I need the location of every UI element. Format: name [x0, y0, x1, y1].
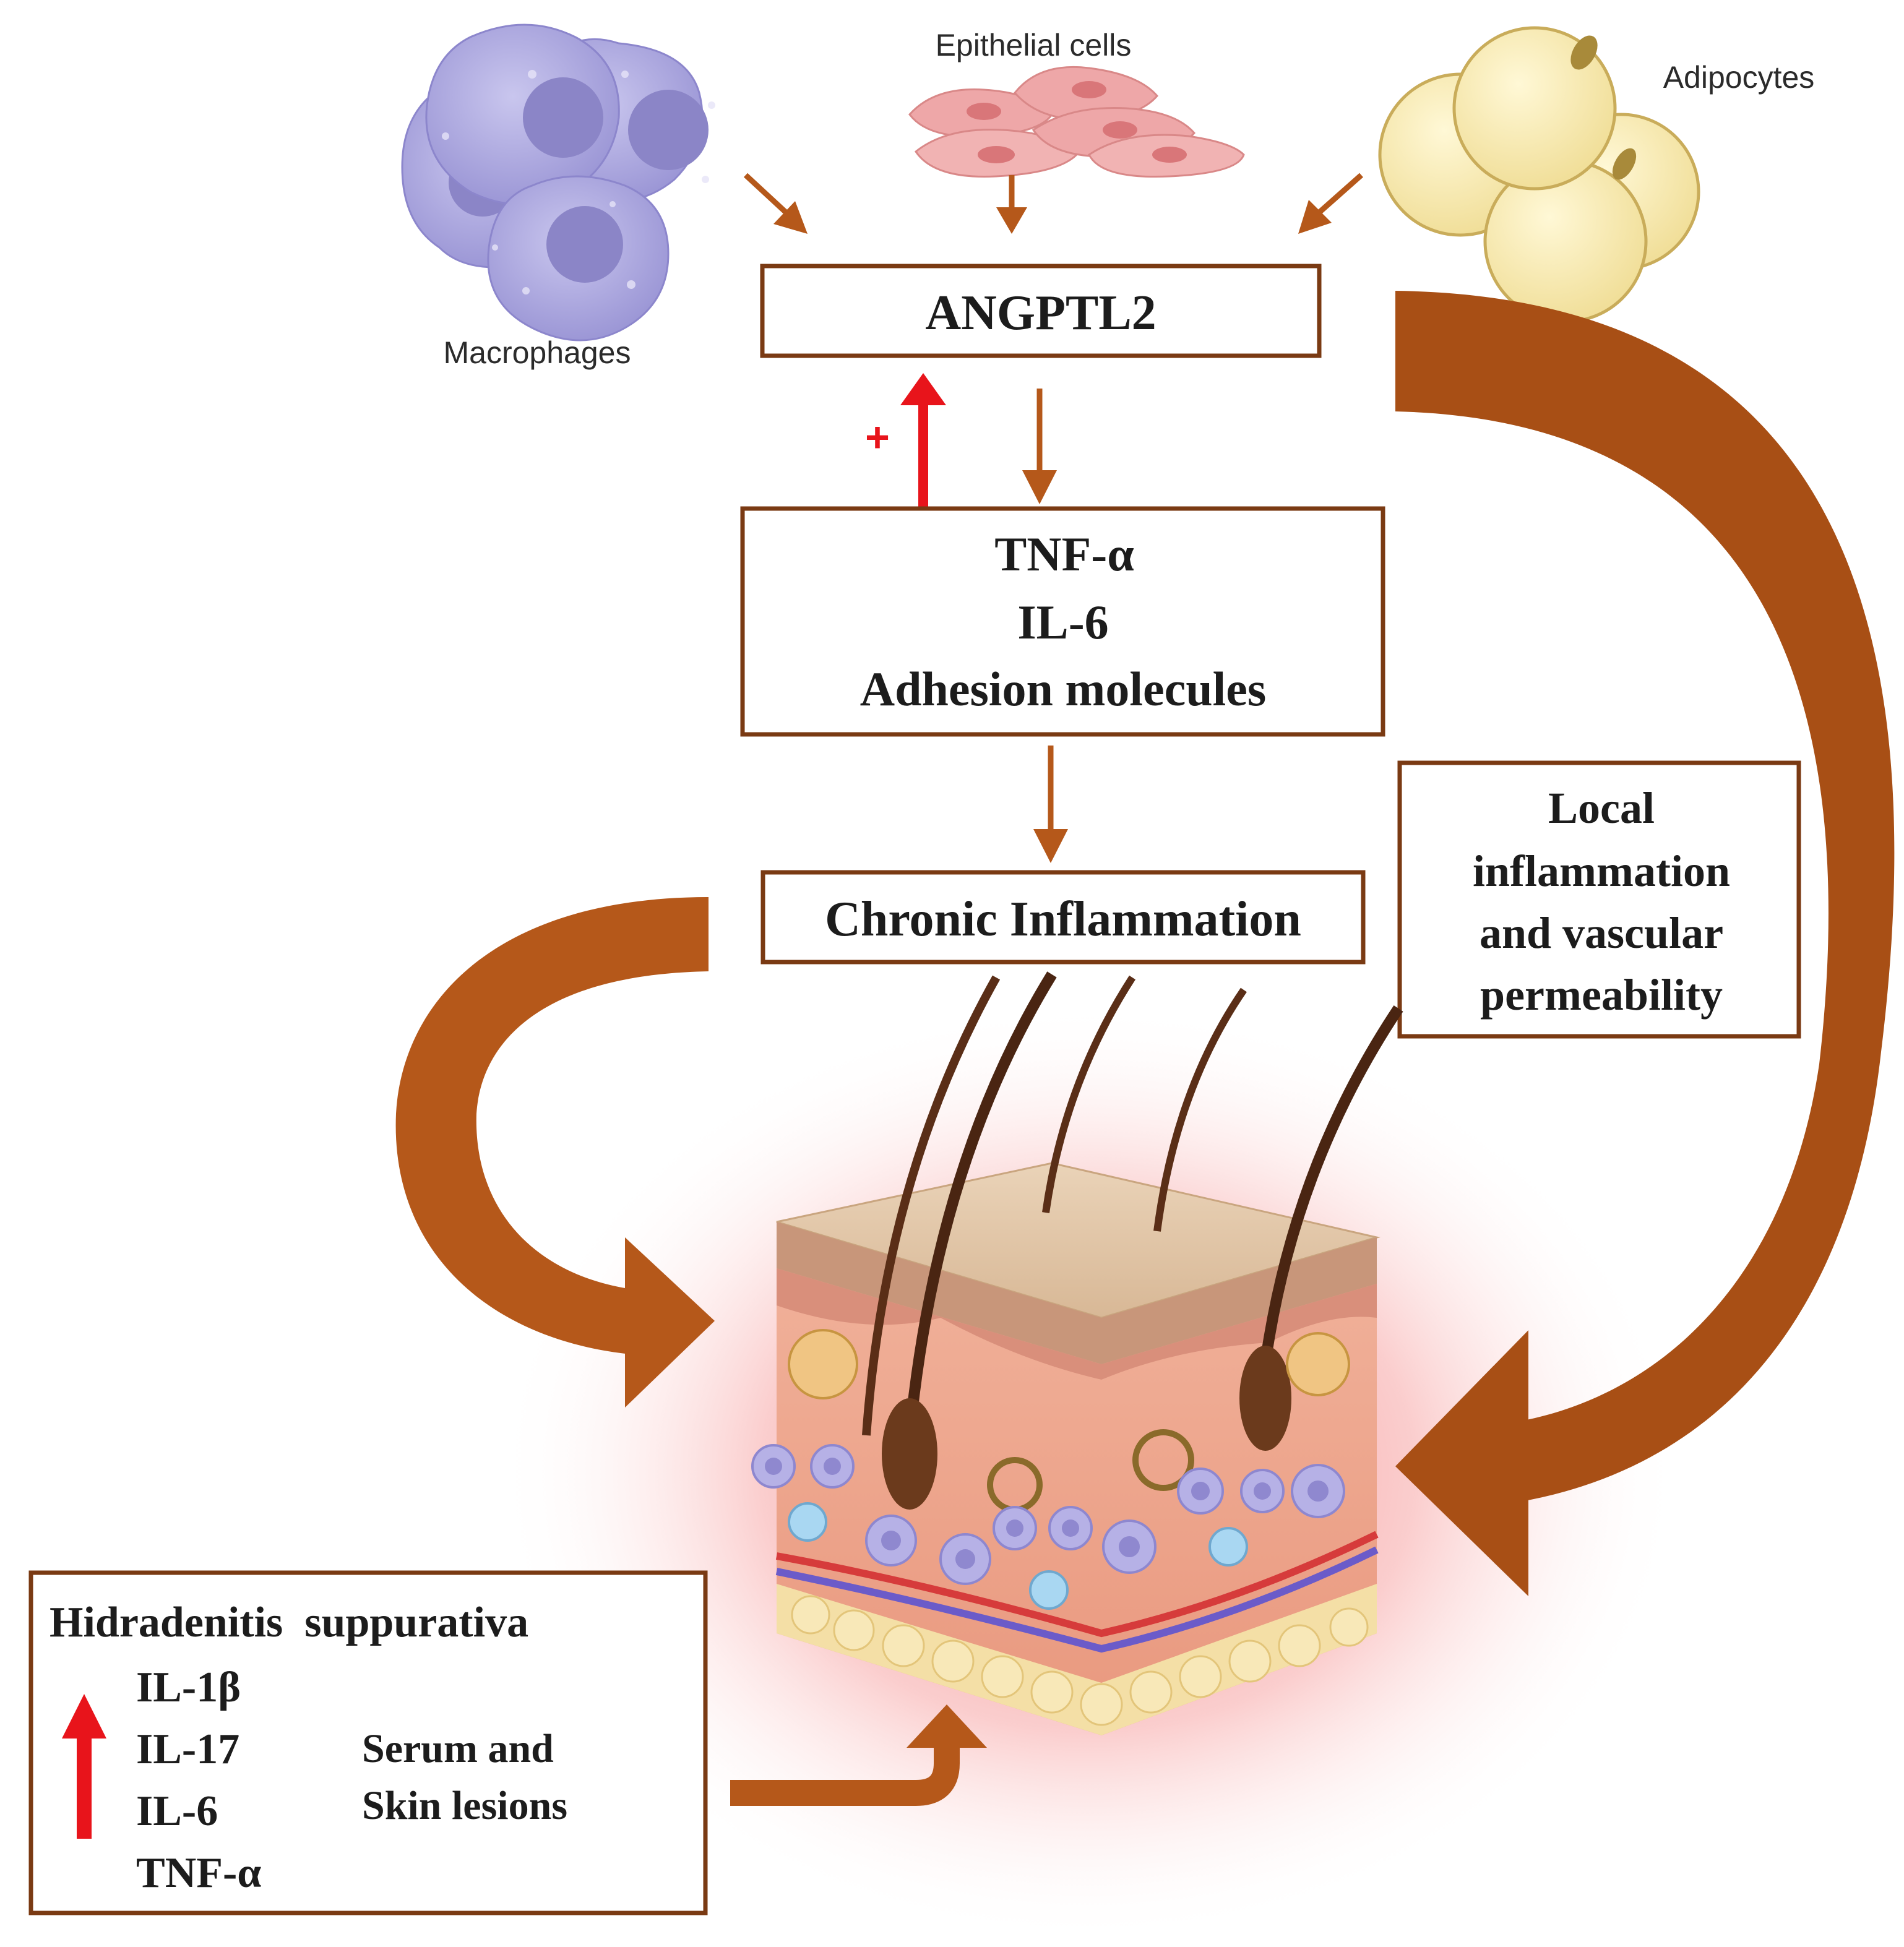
adipocyte-cluster-icon [1378, 26, 1700, 324]
macrophage-arrowhead [773, 201, 808, 234]
angptl2-label: ANGPTL2 [925, 286, 1156, 340]
marker-il17: IL-17 [136, 1726, 239, 1773]
elevated-up-arrow-icon [62, 1694, 106, 1839]
skin-cross-section-icon [751, 971, 1403, 1735]
macrophages-label: Macrophages [444, 335, 631, 370]
marker-il6: IL-6 [136, 1787, 218, 1835]
location-line-1: Serum and [362, 1726, 554, 1771]
location-line-2: Skin lesions [362, 1783, 567, 1828]
epithelial-cells-icon [908, 66, 1245, 178]
angptl2-to-cytokines-arrowhead [1022, 470, 1057, 504]
macrophage-arrow [743, 173, 790, 216]
hs-to-skin-arrow [730, 1704, 987, 1806]
local-inflammation-box [1397, 760, 1801, 1039]
positive-feedback-sign: + [865, 414, 890, 461]
local-line-2: inflammation [1473, 846, 1730, 896]
hidradenitis-box [28, 1570, 708, 1915]
left-curved-arrow [395, 897, 715, 1408]
angptl2-box [760, 264, 1322, 358]
epithelial-arrowhead [996, 207, 1027, 234]
epithelial-cells-label: Epithelial cells [936, 28, 1132, 62]
macrophage-cluster-icon [401, 24, 715, 342]
local-line-3: and vascular [1480, 908, 1723, 958]
adipocyte-arrowhead [1298, 200, 1332, 234]
local-line-4: permeability [1480, 970, 1723, 1020]
adhesion-molecules-label: Adhesion molecules [860, 662, 1267, 716]
cytokine-il6-label: IL-6 [1017, 595, 1108, 649]
adipocyte-arrow [1316, 173, 1363, 216]
local-line-1: Local [1548, 783, 1655, 833]
adipocytes-label: Adipocytes [1663, 60, 1815, 95]
right-curved-arrow [1395, 291, 1895, 1596]
chronic-inflammation-box [760, 870, 1366, 965]
hidradenitis-title: Hidradenitis suppurativa [50, 1599, 528, 1646]
cytokine-tnf-label: TNF-α [994, 527, 1134, 581]
cytokines-to-chronic-arrowhead [1033, 829, 1068, 863]
cytokines-box [740, 506, 1385, 737]
marker-tnf: TNF-α [136, 1849, 261, 1897]
source-arrows [743, 173, 1363, 234]
chronic-inflammation-label: Chronic Inflammation [825, 892, 1301, 947]
marker-il1b: IL-1β [136, 1664, 241, 1711]
